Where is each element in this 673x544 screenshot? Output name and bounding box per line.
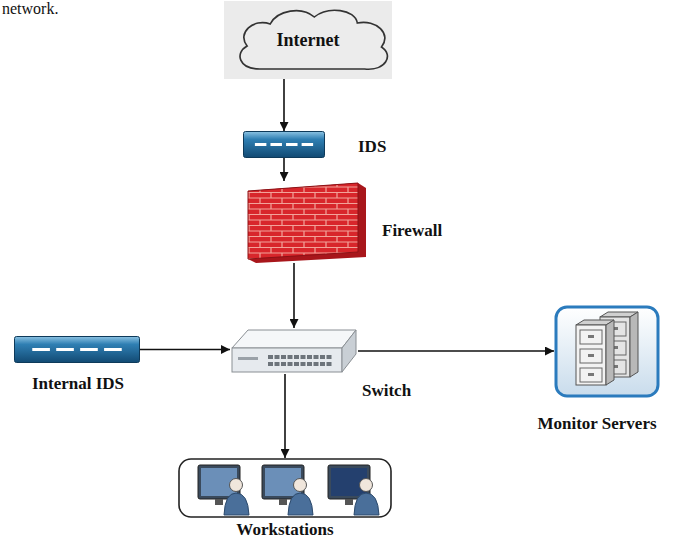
- node-icon: [14, 336, 140, 363]
- node-label: Workstations: [236, 520, 333, 540]
- firewall-wall: Firewall: [248, 181, 366, 263]
- connector-arrow: [283, 79, 285, 131]
- connector-arrow: [284, 374, 286, 458]
- connector-arrow: [293, 263, 295, 328]
- workstations-group: Workstations: [178, 458, 392, 518]
- internal-ids-device: Internal IDS: [14, 336, 140, 363]
- node-icon: [554, 305, 660, 398]
- node-icon: [178, 458, 392, 518]
- ids-device: IDS: [243, 131, 325, 158]
- internet-cloud: Internet: [224, 1, 392, 79]
- node-label: Monitor Servers: [537, 414, 656, 434]
- connector-arrow: [358, 350, 554, 352]
- connector-arrow: [283, 158, 285, 181]
- node-label: Internal IDS: [32, 374, 124, 394]
- node-label: Switch: [362, 381, 411, 401]
- connector-arrow: [140, 349, 230, 351]
- network-switch: Switch: [230, 328, 358, 374]
- node-label: IDS: [358, 137, 386, 157]
- node-icon: [243, 131, 325, 158]
- node-icon: [230, 328, 358, 374]
- caption-fragment: network.: [2, 0, 58, 18]
- node-label: Firewall: [382, 221, 442, 241]
- node-icon: [248, 181, 366, 263]
- monitor-servers: Monitor Servers: [554, 305, 660, 398]
- node-label: Internet: [277, 30, 340, 51]
